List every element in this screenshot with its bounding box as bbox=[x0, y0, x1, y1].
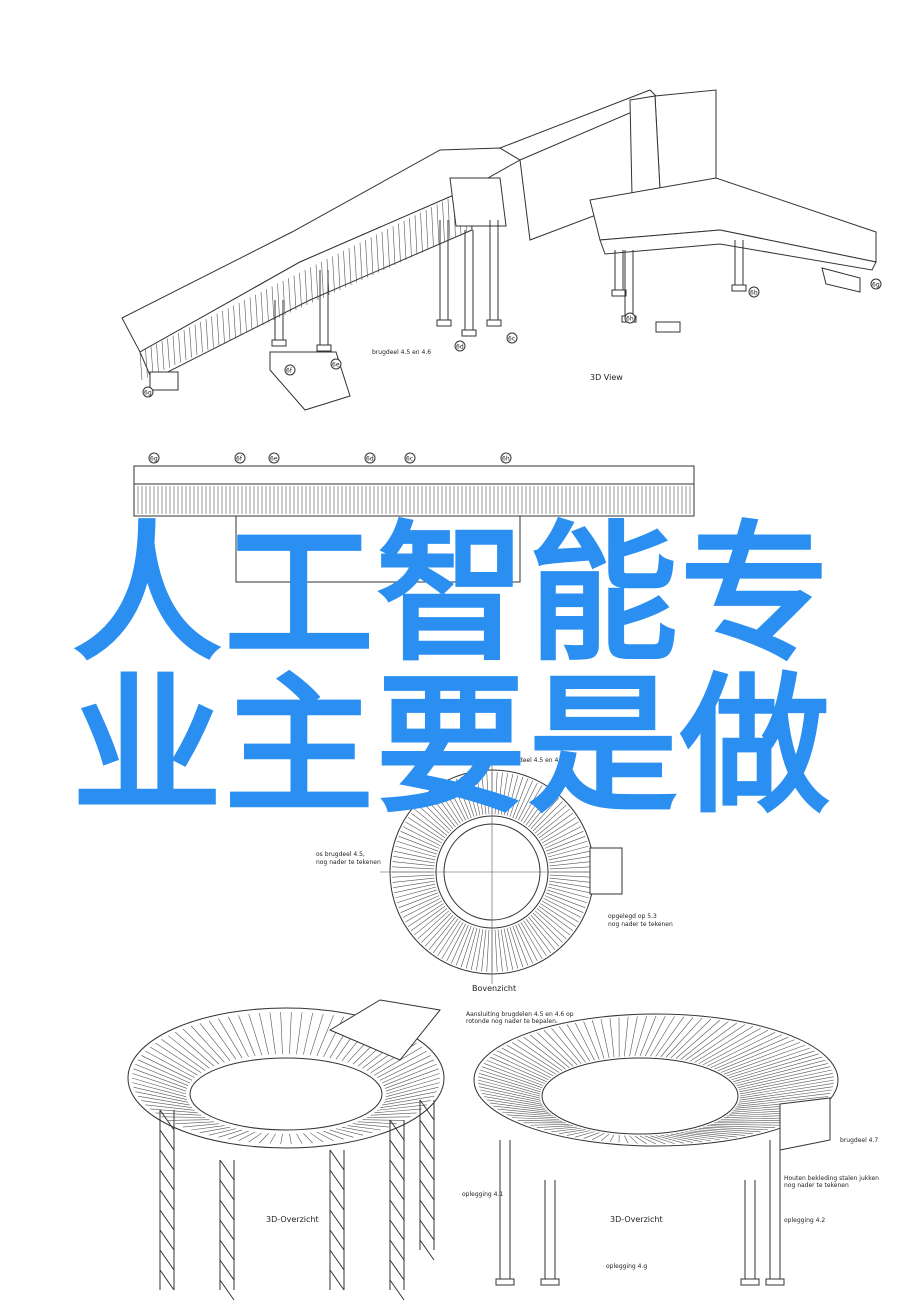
end-pad-left bbox=[149, 371, 179, 391]
svg-text:6b: 6b bbox=[750, 290, 758, 297]
plan-ring-hatch bbox=[392, 772, 592, 972]
svg-text:6g: 6g bbox=[144, 390, 152, 397]
grid-bubbles-elevation: 6g 6f 6e 6d 6c 6h bbox=[148, 452, 512, 464]
pillars-right bbox=[495, 1140, 785, 1286]
brugdeel-label: brugdeel 4.7 bbox=[840, 1137, 878, 1144]
bridge-arm-right bbox=[779, 1097, 831, 1151]
grid-bubble: 6h bbox=[500, 452, 512, 464]
ring-right-hatch bbox=[477, 1015, 835, 1145]
grid-bubble: 6e bbox=[330, 358, 342, 370]
grid-bubble: 6d bbox=[454, 340, 466, 352]
ramp-left bbox=[121, 147, 521, 381]
plan-note-right-2: nog nader te tekenen bbox=[608, 921, 673, 928]
grid-bubble: 6f bbox=[234, 452, 246, 464]
grid-bubble: 6g bbox=[870, 278, 882, 290]
plan-bridge-stub bbox=[589, 847, 623, 895]
ring-left-inner bbox=[189, 1057, 383, 1131]
svg-text:6f: 6f bbox=[286, 368, 293, 375]
grid-bubble: 6d bbox=[364, 452, 376, 464]
grid-bubble: 6g bbox=[148, 452, 160, 464]
grid-bubble: 6c bbox=[506, 332, 518, 344]
view-3d-note: brugdeel 4.5 en 4.6 bbox=[372, 349, 431, 356]
svg-text:6d: 6d bbox=[366, 456, 374, 463]
grid-bubble: 6c bbox=[404, 452, 416, 464]
svg-text:6h: 6h bbox=[502, 456, 510, 463]
elevation-outline bbox=[235, 516, 521, 583]
ramp-left-top bbox=[328, 999, 441, 1061]
svg-text:6g: 6g bbox=[150, 456, 158, 463]
oplegging-4g-label: oplegging 4.g bbox=[606, 1263, 647, 1270]
svg-text:6h: 6h bbox=[626, 316, 634, 323]
oplegging-42-label: oplegging 4.2 bbox=[784, 1217, 825, 1224]
elevation-railing-hatch bbox=[137, 486, 691, 514]
aansluiting-note-2: rotonde nog nader te bepalen. bbox=[466, 1018, 558, 1025]
plan-note-right-1: opgelegd op 5.3 bbox=[608, 913, 657, 920]
plan-note-left-1: os brugdeel 4.5, bbox=[316, 851, 365, 858]
landing-block bbox=[449, 177, 507, 227]
grid-bubble: 6h bbox=[624, 312, 636, 324]
houten-note-1: Houten bekleding stalen jukken bbox=[784, 1175, 879, 1182]
houten-note-2: nog nader te tekenen bbox=[784, 1182, 849, 1189]
plan-note-top-1: brugdeel 4.5 en 4.6 bbox=[505, 757, 564, 764]
grid-bubble: 6b bbox=[748, 286, 760, 298]
svg-text:6c: 6c bbox=[406, 456, 413, 463]
svg-text:6e: 6e bbox=[270, 456, 278, 463]
stair-to-tower bbox=[498, 89, 663, 241]
pillars-left bbox=[159, 1099, 435, 1301]
plan-title: Bovenzicht bbox=[472, 984, 516, 993]
view-3d-label: 3D View bbox=[590, 373, 623, 382]
grid-bubbles-3d: 6g 6f 6e 6d 6c 6h 6b 6g bbox=[142, 278, 882, 398]
oplegging-41-label: oplegging 4.1 bbox=[462, 1191, 503, 1198]
mid-pad bbox=[655, 321, 681, 333]
grid-bubble: 6g bbox=[142, 386, 154, 398]
overzicht-left-label: 3D-Overzicht bbox=[266, 1215, 319, 1224]
title-line-1: 人工智能专 bbox=[71, 508, 832, 682]
grid-bubble: 6e bbox=[268, 452, 280, 464]
aansluiting-note-1: Aansluiting brugdelen 4.5 en 4.6 op bbox=[466, 1011, 574, 1018]
svg-text:6d: 6d bbox=[456, 344, 464, 351]
overzicht-right-label: 3D-Overzicht bbox=[610, 1215, 663, 1224]
end-pad-right bbox=[821, 267, 861, 293]
plan-note-left-2: nog nader te tekenen bbox=[316, 859, 381, 866]
supports bbox=[271, 220, 747, 352]
svg-text:6c: 6c bbox=[508, 336, 515, 343]
title-line-2: 业主要是做 bbox=[71, 660, 832, 834]
svg-text:6g: 6g bbox=[872, 282, 880, 289]
grid-bubble: 6f bbox=[284, 364, 296, 376]
svg-text:6e: 6e bbox=[332, 362, 340, 369]
ramp-right bbox=[589, 177, 877, 271]
ring-right-inner bbox=[541, 1057, 739, 1135]
svg-text:6f: 6f bbox=[236, 456, 243, 463]
